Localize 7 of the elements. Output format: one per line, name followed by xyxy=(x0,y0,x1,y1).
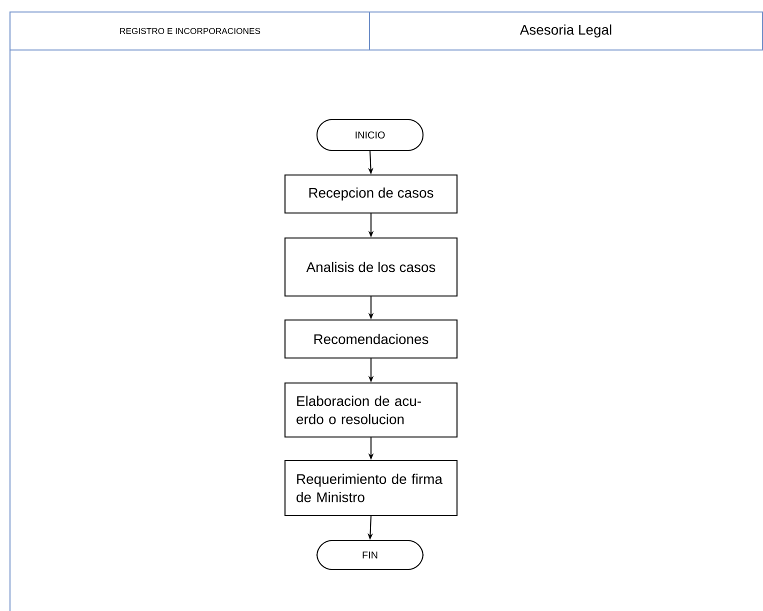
header-cell: REGISTRO E INCORPORACIONES xyxy=(9,11,371,51)
header-cell: Asesoria Legal xyxy=(368,11,763,51)
process-box: Analisis de los casos xyxy=(284,237,458,297)
process-box: Elaboracion de acu-erdo o resolucion xyxy=(284,382,458,438)
process-box: Recomendaciones xyxy=(284,319,458,359)
process-box: Recepcion de casos xyxy=(284,174,458,214)
process-box: Requerimiento de firma de Ministro xyxy=(284,460,458,516)
